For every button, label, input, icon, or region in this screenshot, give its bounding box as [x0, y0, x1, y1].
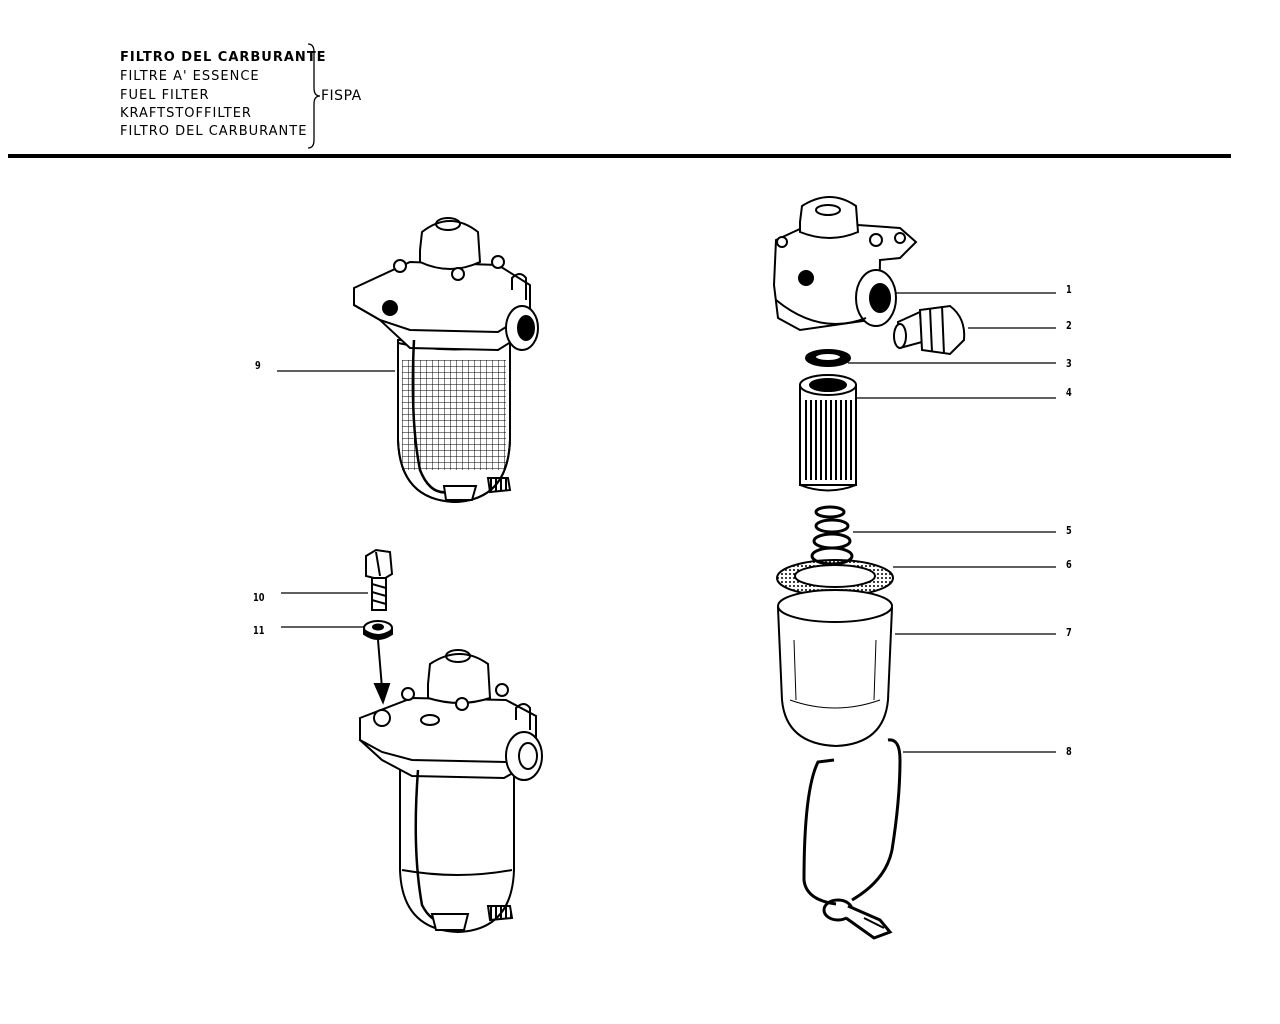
union-fitting [893, 304, 966, 356]
assembly-arrow [373, 639, 391, 705]
callout-9: 9 [255, 359, 261, 372]
title-italian: FILTRO DEL CARBURANTE [120, 50, 327, 65]
spring [810, 505, 854, 566]
assembled-filter-top [353, 217, 539, 504]
title-english: FUEL FILTER [120, 88, 210, 103]
assembled-filter-bottom [359, 649, 543, 934]
title-french: FILTRE A' ESSENCE [120, 69, 260, 84]
callout-6: 6 [1066, 558, 1072, 571]
callout-4: 4 [1066, 386, 1072, 399]
filter-cartridge [799, 374, 857, 492]
title-spanish: FILTRO DEL CARBURANTE [120, 124, 308, 139]
washer [363, 620, 393, 640]
callout-5: 5 [1066, 524, 1072, 537]
glass-bowl [776, 589, 894, 748]
callout-11: 11 [253, 624, 265, 637]
bolt [365, 548, 394, 611]
seal-ring [776, 559, 894, 597]
callout-3: 3 [1066, 357, 1072, 370]
callout-1: 1 [1066, 283, 1072, 296]
callout-8: 8 [1066, 745, 1072, 758]
leader-lines [277, 292, 1056, 753]
header-brace [307, 43, 321, 149]
header-divider [8, 154, 1231, 158]
title-german: KRAFTSTOFFILTER [120, 106, 252, 121]
filter-head [772, 196, 918, 332]
callout-7: 7 [1066, 626, 1072, 639]
gasket [805, 349, 851, 367]
callout-2: 2 [1066, 319, 1072, 332]
manufacturer-label: FISPA [321, 88, 362, 104]
callout-10: 10 [253, 591, 265, 604]
wire-bail [802, 738, 902, 940]
